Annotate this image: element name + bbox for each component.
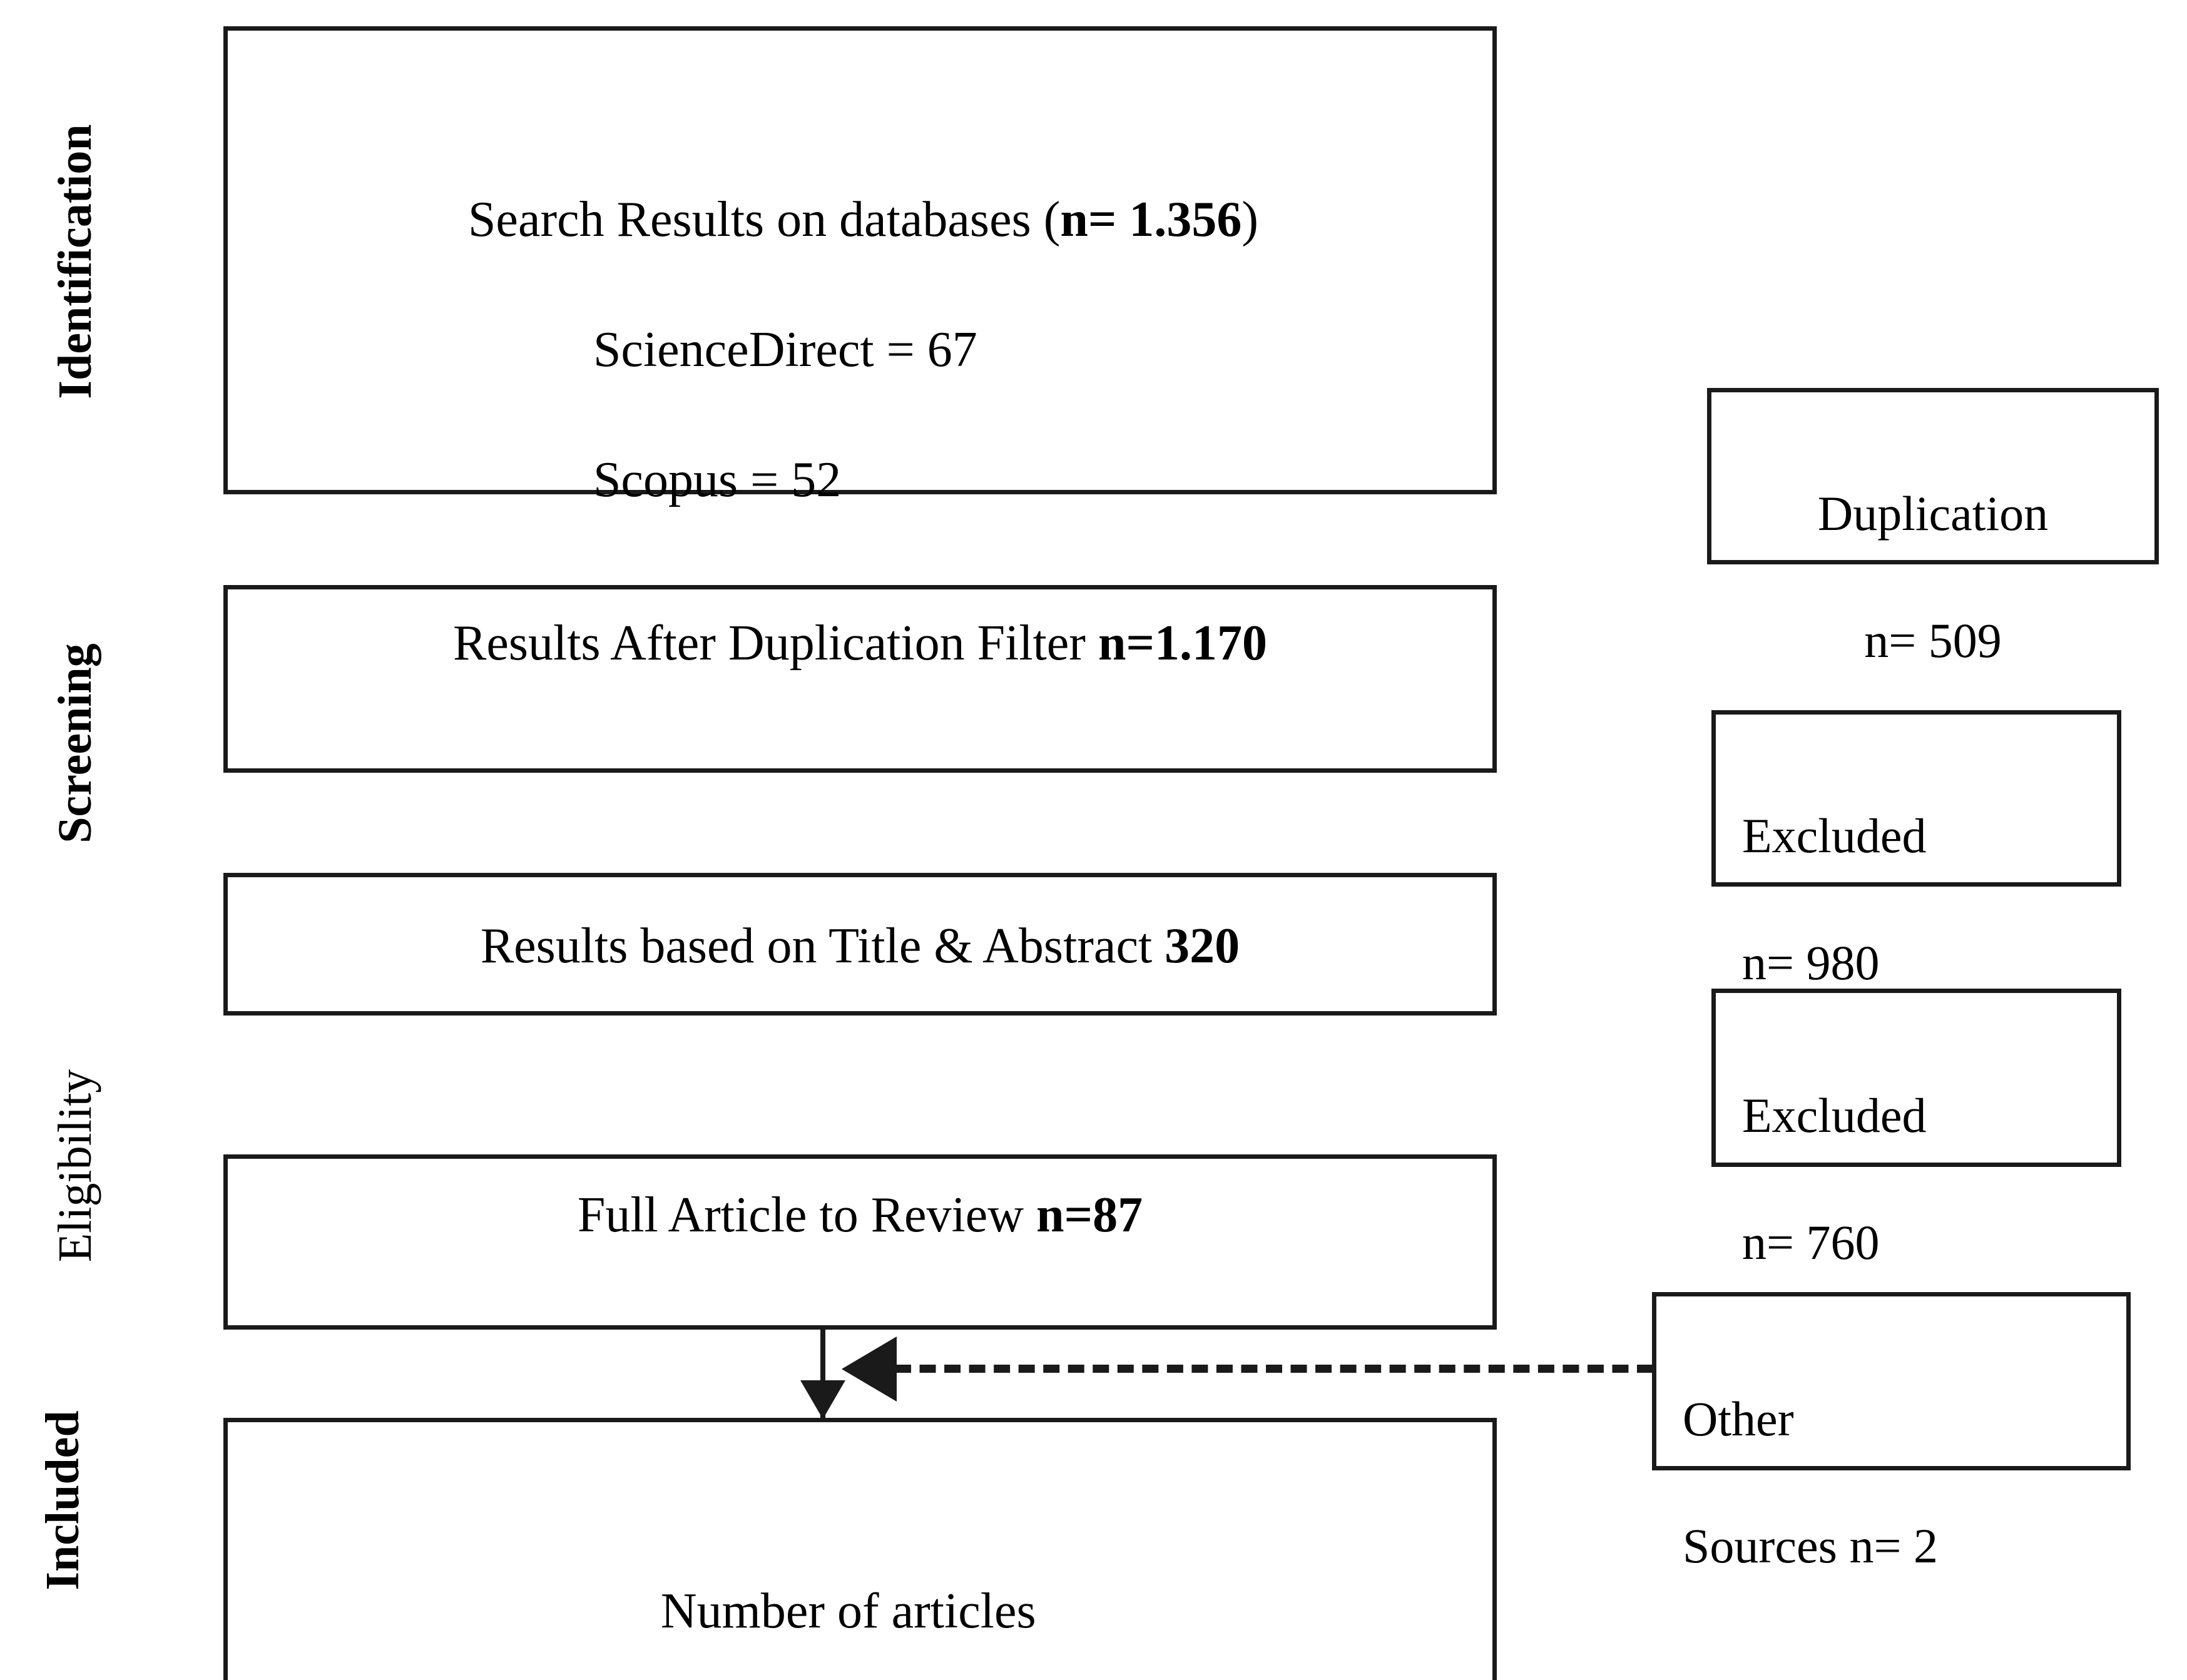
source-line-sciencedirect: ScienceDirect = 67 bbox=[593, 322, 977, 377]
box-full-article: Full Article to Review n=87 bbox=[223, 1154, 1497, 1330]
box-after-duplication: Results After Duplication Filter n=1.170 bbox=[223, 585, 1497, 773]
search-results-heading-suffix: ) bbox=[1241, 192, 1259, 247]
connector-line-full-article-to-included bbox=[820, 1328, 825, 1420]
title-abstract-content: Results based on Title & Abstract 320 bbox=[228, 914, 1492, 979]
other-sources-label: Other bbox=[1683, 1392, 1794, 1447]
box-excluded-980: Excluded n= 980 bbox=[1711, 710, 2121, 990]
duplication-content: Duplication n= 509 bbox=[1711, 419, 2154, 736]
full-article-count: n=87 bbox=[1036, 1188, 1143, 1243]
box-excluded-760: Excluded n= 760 bbox=[1711, 989, 2121, 1270]
search-results-heading-count: n= 1.356 bbox=[1060, 192, 1242, 247]
excluded-980-count: n= 980 bbox=[1742, 935, 1880, 990]
stage-label-screening: Screening bbox=[49, 643, 101, 843]
after-duplication-label: Results After Duplication Filter bbox=[452, 616, 1098, 671]
duplication-label: Duplication bbox=[1817, 486, 2049, 541]
connector-line-other-sources-dashed bbox=[895, 1365, 1653, 1373]
duplication-count: n= 509 bbox=[1864, 613, 2002, 668]
title-abstract-label: Results based on Title & Abstract bbox=[480, 919, 1165, 974]
excluded-760-label: Excluded bbox=[1742, 1088, 1927, 1143]
box-other-sources: Other Sources n= 2 bbox=[1652, 1292, 2131, 1573]
box-included-articles: Number of articles used for Literature S… bbox=[223, 1418, 1497, 1680]
excluded-760-content: Excluded n= 760 bbox=[1742, 1021, 2111, 1338]
after-duplication-content: Results After Duplication Filter n=1.170 bbox=[228, 611, 1492, 676]
arrow-left-icon bbox=[842, 1336, 897, 1402]
full-article-content: Full Article to Review n=87 bbox=[228, 1183, 1492, 1248]
box-search-results: Search Results on databases (n= 1.356) S… bbox=[223, 26, 1497, 768]
arrow-down-icon bbox=[800, 1380, 845, 1419]
excluded-980-label: Excluded bbox=[1742, 808, 1927, 863]
stage-label-eligibility: Eligibility bbox=[49, 1069, 101, 1263]
stage-label-included: Included bbox=[36, 1410, 89, 1591]
box-duplication: Duplication n= 509 bbox=[1707, 388, 2159, 668]
included-articles-line1: Number of articles bbox=[660, 1584, 1036, 1639]
excluded-760-count: n= 760 bbox=[1742, 1215, 1880, 1270]
box-title-abstract: Results based on Title & Abstract 320 bbox=[223, 873, 1497, 1016]
other-sources-count: Sources n= 2 bbox=[1683, 1519, 1938, 1574]
full-article-label: Full Article to Review bbox=[577, 1188, 1037, 1243]
excluded-980-content: Excluded n= 980 bbox=[1742, 741, 2111, 1058]
included-articles-content: Number of articles used for Literature S… bbox=[228, 1448, 1492, 1680]
search-results-heading: Search Results on databases (n= 1.356) bbox=[468, 187, 1258, 252]
search-results-heading-prefix: Search Results on databases ( bbox=[467, 192, 1061, 247]
title-abstract-count: 320 bbox=[1165, 919, 1240, 974]
after-duplication-count: n=1.170 bbox=[1098, 616, 1268, 671]
stage-label-identification: Identification bbox=[49, 124, 101, 399]
other-sources-content: Other Sources n= 2 bbox=[1683, 1324, 2120, 1641]
source-line-scopus: Scopus = 52 bbox=[593, 452, 842, 507]
